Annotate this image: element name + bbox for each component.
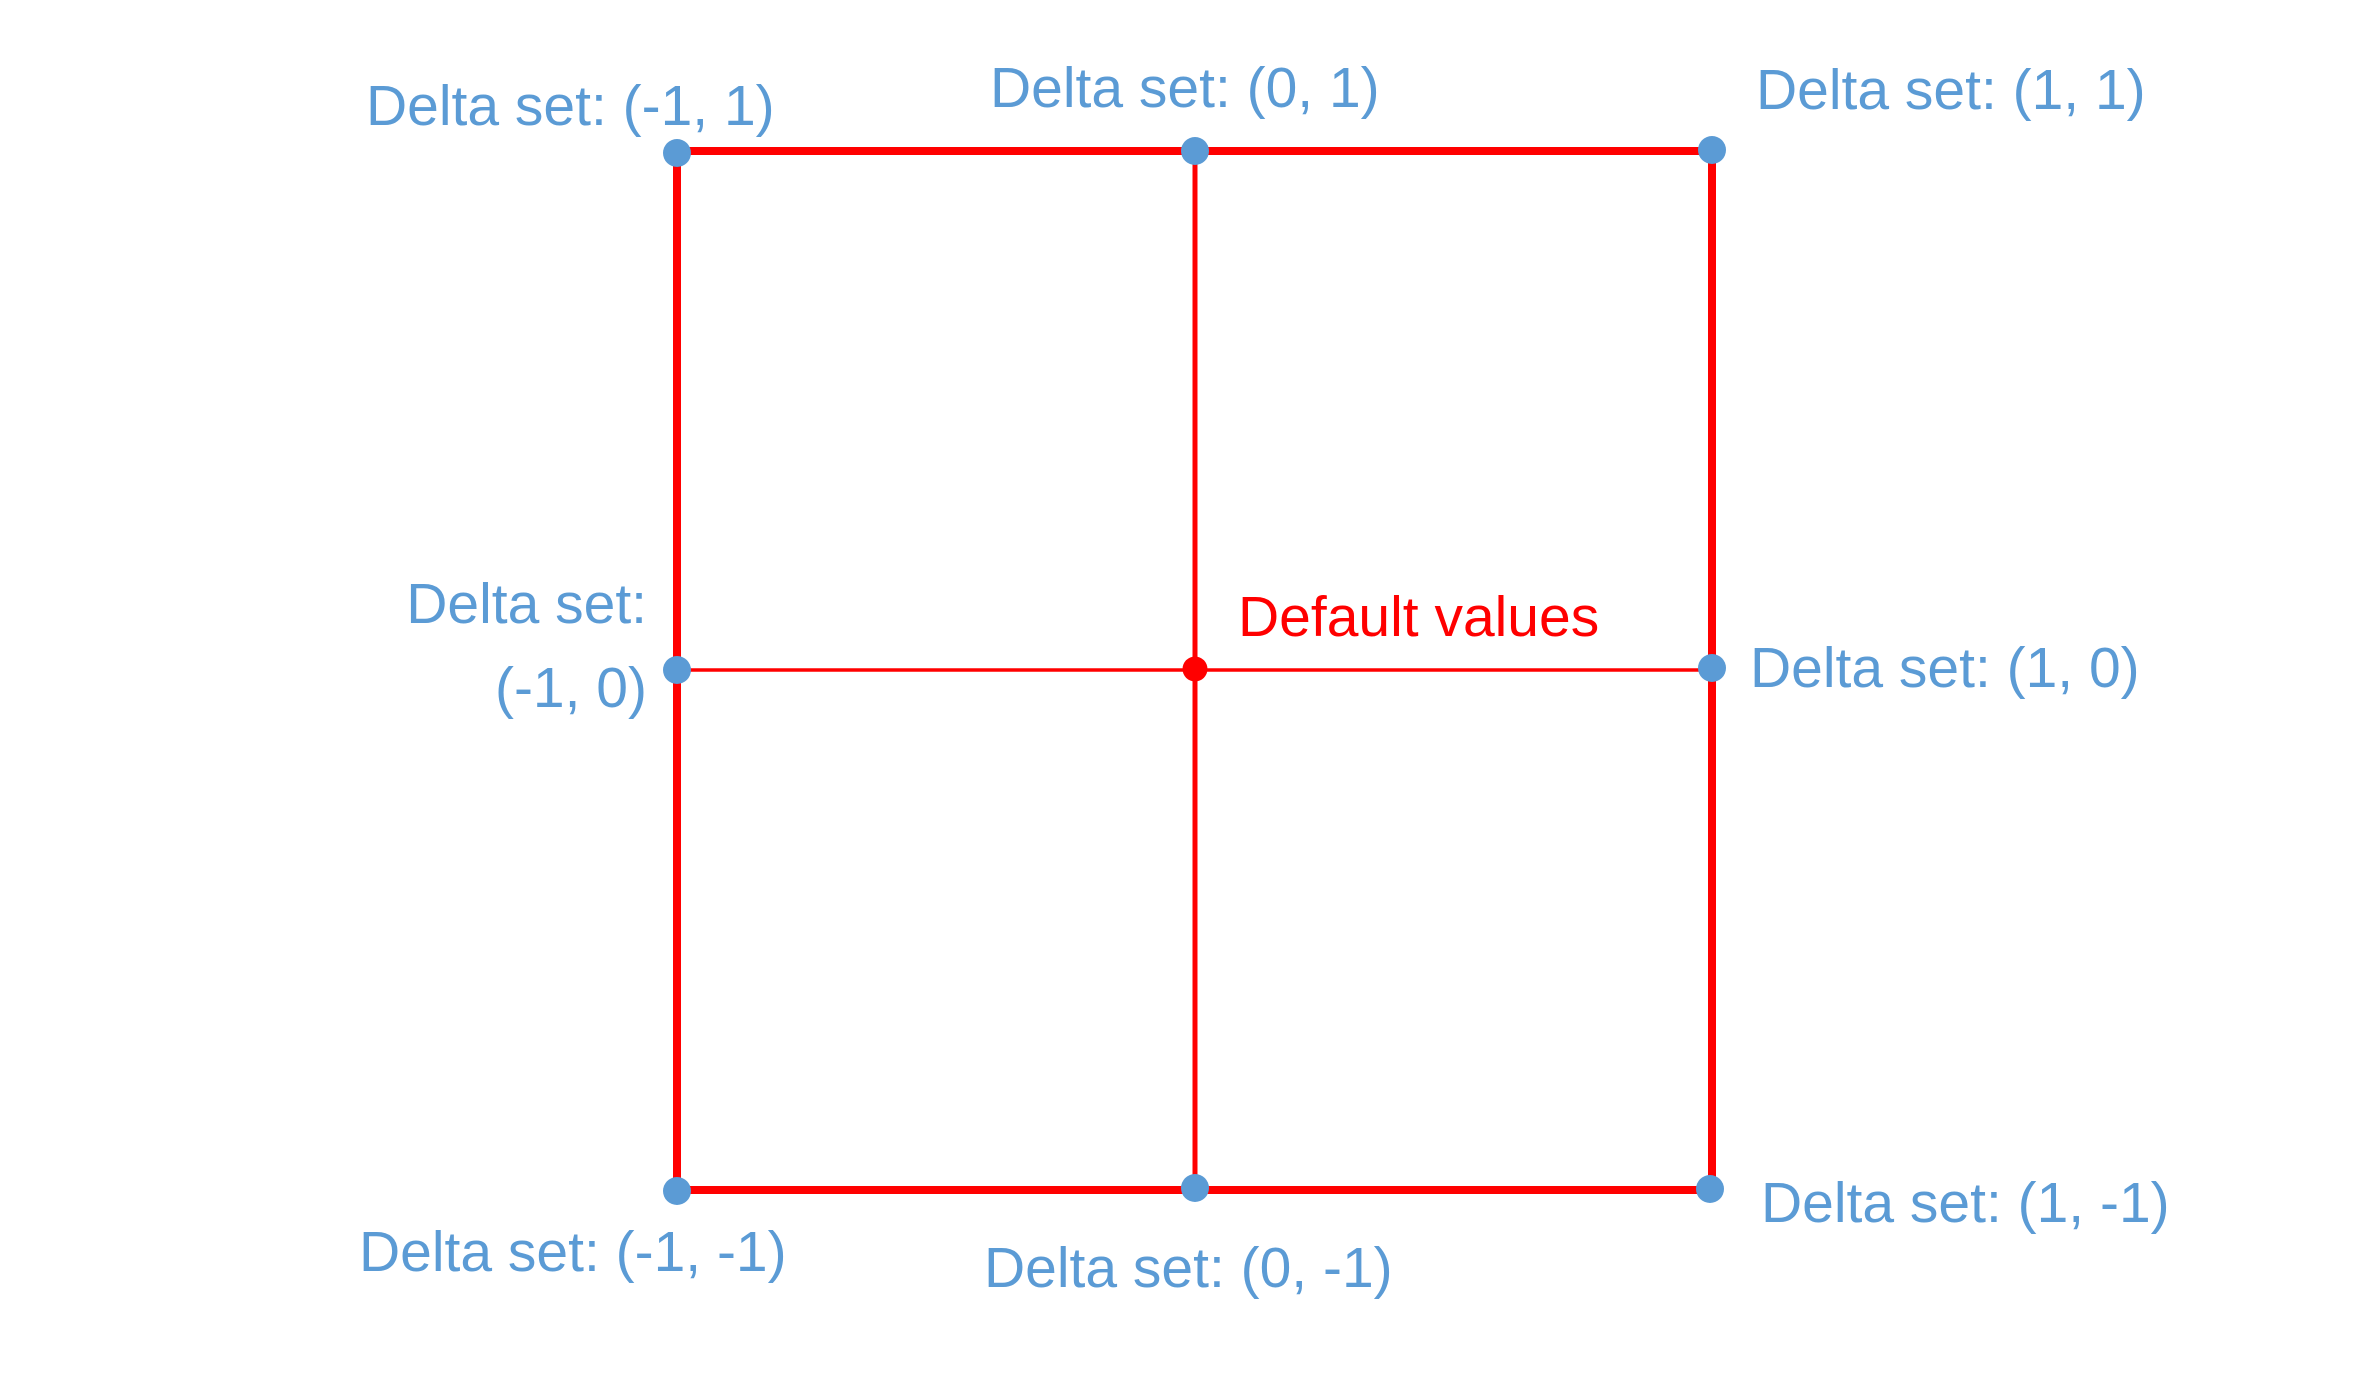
label-delta-bottom-right: Delta set: (1, -1) (1761, 1171, 2170, 1235)
label-default-values: Default values (1238, 585, 1600, 649)
label-delta-middle-right: Delta set: (1, 0) (1750, 636, 2140, 700)
point-marker-bottom-center (1181, 1174, 1209, 1202)
label-delta-middle-left: Delta set: (-1, 0) (406, 572, 647, 720)
point-marker-bottom-right (1696, 1175, 1724, 1203)
point-marker-top-left (663, 139, 691, 167)
point-marker-middle-right (1698, 654, 1726, 682)
label-delta-top-right: Delta set: (1, 1) (1756, 58, 2146, 122)
label-delta-bottom-left: Delta set: (-1, -1) (359, 1220, 787, 1284)
point-marker-bottom-left (663, 1177, 691, 1205)
label-delta-top-center: Delta set: (0, 1) (990, 56, 1380, 120)
point-marker-top-right (1698, 136, 1726, 164)
point-marker-center-default (1182, 656, 1208, 682)
point-marker-top-center (1181, 137, 1209, 165)
label-delta-bottom-center: Delta set: (0, -1) (984, 1236, 1393, 1300)
label-delta-top-left: Delta set: (-1, 1) (366, 74, 775, 138)
point-marker-middle-left (663, 656, 691, 684)
